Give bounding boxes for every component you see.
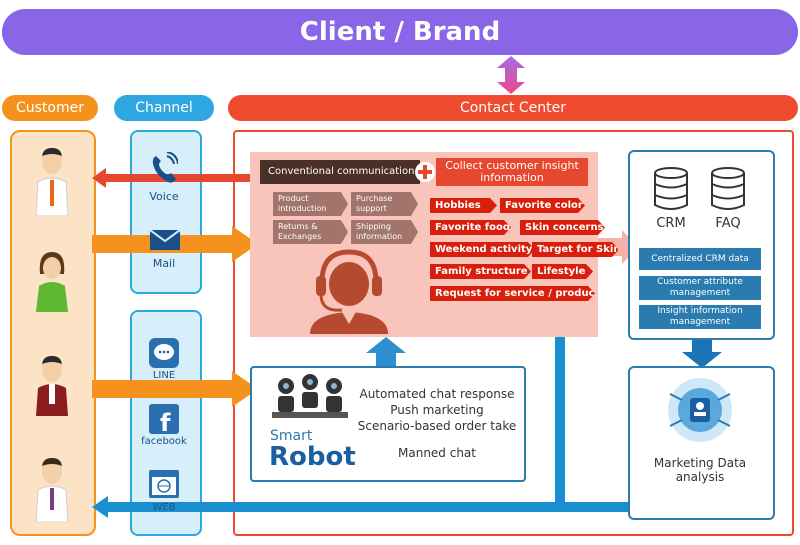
procedure-tag-purchase-support: Purchase support [351, 192, 418, 216]
customer-figure-1 [35, 148, 69, 216]
operator-headset-icon [310, 249, 388, 334]
plus-icon [415, 162, 435, 182]
insight-tag-target-for-skin: Target for Skin [532, 242, 619, 257]
facebook-icon: f [149, 404, 179, 434]
robot-brand-large: Robot [269, 442, 356, 472]
voice-label: Voice [149, 190, 179, 203]
web-return-arrow [92, 496, 632, 518]
insight-tag-hobbies: Hobbies [430, 198, 497, 213]
crm-label: CRM [656, 216, 686, 231]
smart-robot-box [250, 366, 526, 482]
mail-icon [150, 230, 180, 250]
procedure-tag-shipping-information: Shipping information [351, 220, 418, 244]
customer-figure-3 [36, 356, 68, 416]
conventional-communication-bar: Conventional communication [260, 160, 420, 184]
client-brand-title: Client / Brand [299, 17, 501, 47]
contact-center-section-label: Contact Center [228, 95, 798, 121]
insight-tag-skin-concerns: Skin concerns [520, 220, 605, 235]
insight-tag-favorite-food: Favorite food [430, 220, 511, 235]
analysis-label: Marketing Data analysis [653, 456, 747, 484]
robot-feature-automated-chat: Automated chat response [359, 387, 515, 401]
insight-tag-lifestyle: Lifestyle [532, 264, 593, 279]
ai-brain-icon [668, 378, 732, 442]
insight-information-box: Insight information management [639, 305, 761, 329]
phone-icon [152, 152, 178, 183]
channel-box-voice-mail [130, 130, 202, 294]
collect-insight-label: Collect customer insight information [445, 159, 579, 184]
line-label: LINE [152, 370, 176, 381]
contact-center-frame [233, 130, 794, 536]
line-icon [149, 338, 179, 368]
procedure-tag-returns-exchanges: Returns & Exchanges [273, 220, 348, 244]
channel-section-label: Channel [114, 95, 214, 121]
robot-feature-push-marketing: Push marketing [390, 403, 484, 417]
collect-insight-bar: Collect customer insight information [436, 158, 588, 186]
analysis-panel [628, 366, 775, 520]
client-brand-banner: Client / Brand [2, 9, 798, 55]
robot-operators-icon [272, 374, 348, 418]
web-icon [149, 470, 179, 498]
web-label: WEB [152, 502, 176, 513]
crm-to-analysis-arrow [682, 338, 722, 368]
crm-database-icon [654, 167, 688, 210]
mail-label: Mail [152, 257, 176, 270]
procedure-tag-product-introduction: Product introduction [273, 192, 348, 216]
customer-figure-2 [36, 252, 68, 312]
robot-brand-small: Smart [270, 428, 313, 444]
facebook-label: facebook [141, 436, 187, 447]
customer-figure-4 [35, 458, 69, 522]
robot-feature-manned-chat: Manned chat [398, 446, 476, 460]
faq-label: FAQ [715, 216, 741, 231]
customer-attribute-box: Customer attribute management [639, 276, 761, 300]
robot-feature-scenario-order: Scenario-based order take [357, 419, 517, 433]
insight-tag-family-structure: Family structure [430, 264, 531, 279]
robot-to-center-arrow [366, 337, 406, 367]
centralized-crm-box: Centralized CRM data [639, 248, 761, 270]
insight-tag-request-for-service: Request for service / products [430, 286, 595, 301]
customer-section-label: Customer [2, 95, 98, 121]
insight-tag-weekend-activity: Weekend activity [430, 242, 535, 257]
insight-feedback-line [555, 185, 565, 503]
insight-tag-favorite-color: Favorite color [500, 198, 585, 213]
faq-database-icon [711, 167, 745, 210]
svg-text:f: f [160, 409, 171, 434]
line-inbound-arrow [92, 371, 258, 407]
brand-link-arrow [497, 56, 525, 94]
voice-return-arrow [92, 168, 262, 188]
